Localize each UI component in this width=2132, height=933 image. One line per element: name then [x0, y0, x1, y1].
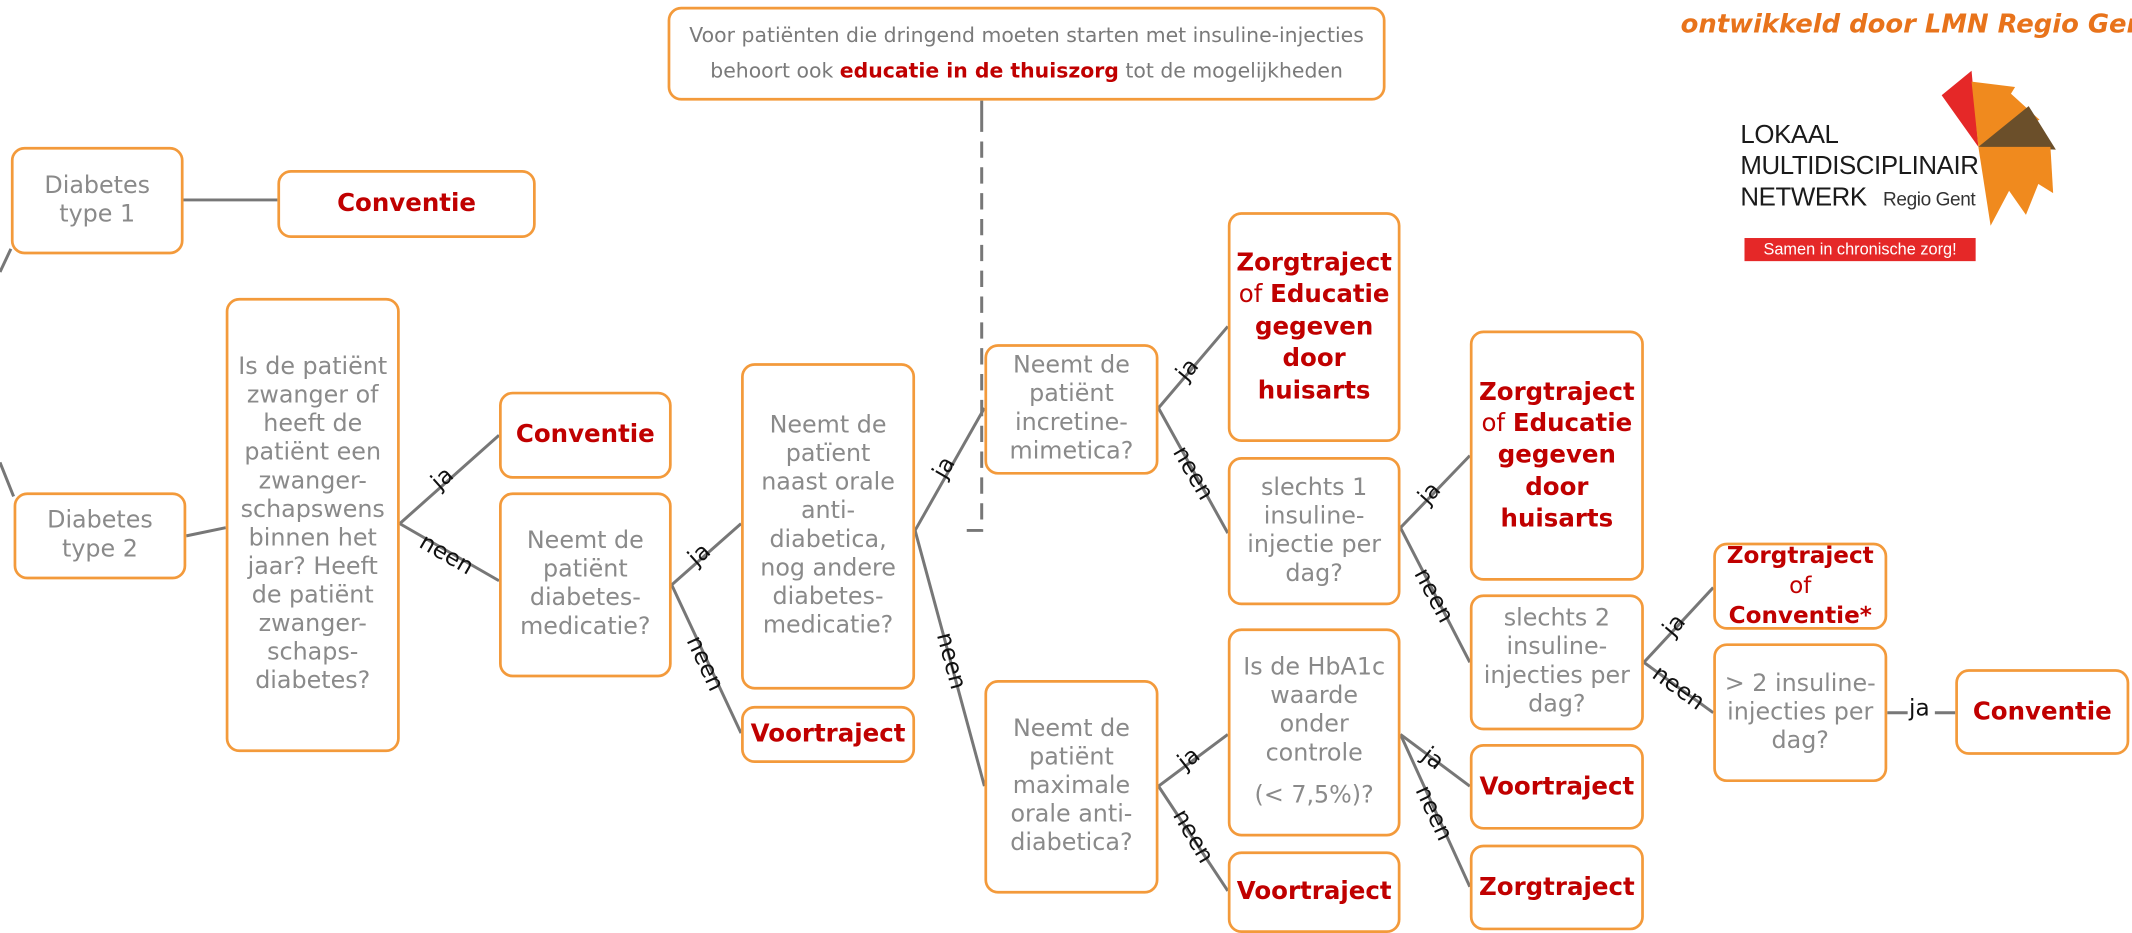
note-highlight: educatie in de thuiszorg: [839, 57, 1119, 83]
connector-med-neen: [670, 584, 743, 734]
connector-ins1-ja: [1399, 454, 1471, 529]
node-incretin-question: Neemt de patiënt incretine-mimetica?: [984, 344, 1159, 475]
node-more-than-two-insulin-question: > 2 insuline-injecties per dag?: [1713, 643, 1888, 783]
node-diabetes-medication-question: Neemt de patiënt diabetes-medicatie?: [499, 492, 672, 678]
credit-text: ontwikkeld door LMN Regio Gent: [1680, 9, 2132, 40]
connector-note-dashed: [966, 100, 984, 532]
node-conventie-2: Conventie: [499, 391, 672, 479]
connector-root-dm1: [0, 248, 13, 273]
node-diabetes-type-2: Diabetes type 2: [13, 492, 187, 580]
node-conventie-1: Conventie: [277, 170, 536, 239]
connector-preg-neen: [399, 522, 500, 583]
node-one-insulin-question: slechts 1 insuline-injectie per dag?: [1227, 456, 1401, 606]
connector-oral-ja: [913, 407, 986, 532]
node-zorgtraject-educatie-a: Zorgtraject of Educatie gegeven door hui…: [1227, 212, 1401, 443]
node-diabetes-type-1: Diabetes type 1: [10, 146, 184, 255]
node-other-medication-question: Neemt de patïent naast orale anti-diabet…: [741, 363, 916, 690]
connector-incretin-neen: [1157, 407, 1230, 534]
node-two-insulin-question: slechts 2 insuline-injecties per dag?: [1469, 594, 1644, 731]
node-zorgtraject-educatie-b: Zorgtraject of Educatie gegeven door hui…: [1469, 330, 1644, 581]
node-max-oral-question: Neemt de patiënt maximale orale anti-dia…: [984, 680, 1159, 894]
connector-preg-ja: [398, 434, 501, 525]
urgent-insulin-note: Voor patiënten die dringend moeten start…: [667, 6, 1386, 101]
connector-maxoral-neen: [1157, 785, 1230, 892]
node-voortraject-3: Voortraject: [1469, 743, 1644, 830]
note-line2: behoort ook educatie in de thuiszorg tot…: [710, 57, 1343, 83]
connector-incretin-ja: [1157, 325, 1229, 409]
label-yes-more-insulin: ja: [1909, 695, 1930, 723]
node-zorgtraject: Zorgtraject: [1469, 844, 1644, 931]
node-hba1c-question: Is de HbA1c waarde onder controle (< 7,5…: [1227, 628, 1401, 837]
connector-hba1c-ja: [1399, 733, 1471, 788]
connector-ins1-neen: [1399, 527, 1472, 664]
lmn-logo-tagline: Samen in chronische zorg!: [1744, 238, 1976, 262]
connector-med-ja: [670, 522, 743, 586]
note-line1: Voor patiënten die dringend moeten start…: [689, 23, 1364, 48]
connector-root-dm2: [0, 461, 15, 497]
connector-ins2-neen: [1642, 661, 1715, 714]
connector-dm2-preg: [185, 526, 227, 538]
connector-ins2-ja: [1642, 586, 1715, 664]
connector-hba1c-neen: [1399, 733, 1472, 888]
node-voortraject-2: Voortraject: [1227, 851, 1401, 933]
node-conventie-3: Conventie: [1955, 669, 2130, 755]
node-pregnancy-question: Is de patiënt zwanger of heeft de patiën…: [225, 297, 400, 753]
connector-maxoral-ja: [1157, 733, 1229, 788]
connector-oral-neen: [913, 530, 986, 787]
node-voortraject-1: Voortraject: [741, 705, 916, 764]
